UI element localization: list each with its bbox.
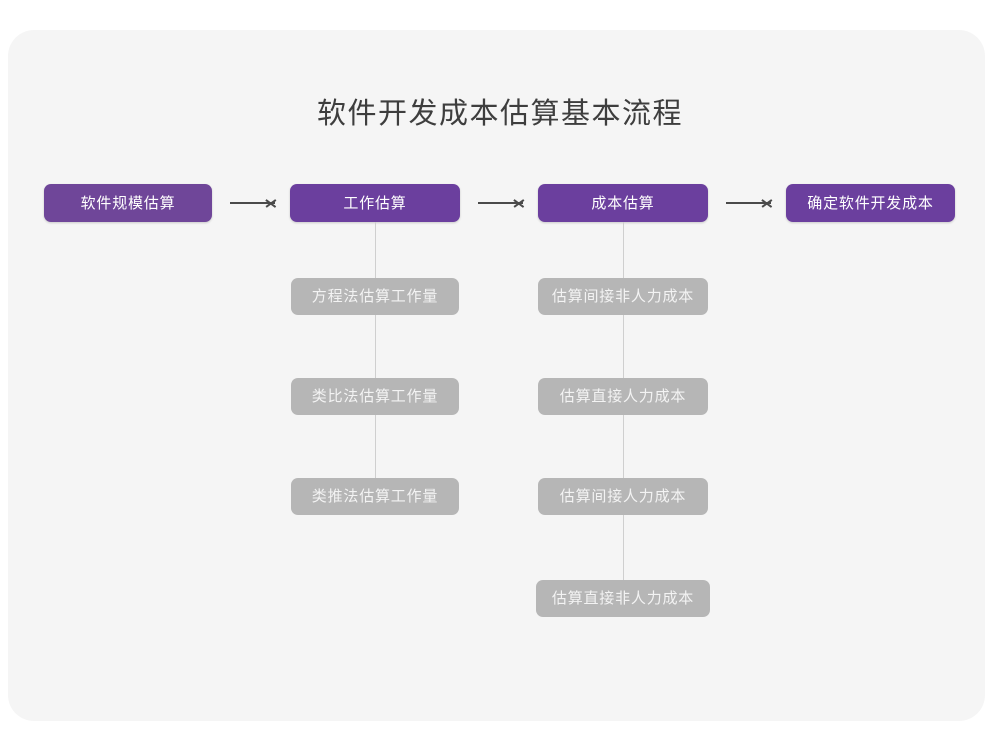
flow-subnode-2-3[interactable]: 类推法估算工作量: [291, 478, 459, 515]
arrow-head: [266, 196, 275, 211]
connector-line-col3-a: [622, 222, 624, 279]
flow-node-stage-3[interactable]: 成本估算: [538, 184, 708, 222]
connector-line-col2-b: [374, 315, 376, 379]
flow-node-stage-4[interactable]: 确定软件开发成本: [786, 184, 955, 222]
flow-subnode-2-1[interactable]: 方程法估算工作量: [291, 278, 459, 315]
arrow-shaft: [478, 202, 523, 204]
connector-line-col2-a: [374, 222, 376, 279]
arrow-right-icon-1: [230, 192, 275, 214]
arrow-head: [514, 196, 523, 211]
flow-node-stage-1[interactable]: 软件规模估算: [44, 184, 212, 222]
flow-subnode-3-4[interactable]: 估算直接非人力成本: [536, 580, 710, 617]
page-title: 软件开发成本估算基本流程: [316, 96, 683, 130]
flow-subnode-3-1[interactable]: 估算间接非人力成本: [538, 278, 708, 315]
arrow-right-icon-3: [726, 192, 771, 214]
connector-line-col2-c: [374, 415, 376, 479]
arrow-head: [762, 196, 771, 211]
connector-line-col3-c: [622, 415, 624, 479]
connector-line-col3-b: [622, 315, 624, 379]
arrow-right-icon-2: [478, 192, 523, 214]
flow-subnode-3-2[interactable]: 估算直接人力成本: [538, 378, 708, 415]
arrow-shaft: [726, 202, 771, 204]
flow-subnode-3-3[interactable]: 估算间接人力成本: [538, 478, 708, 515]
connector-line-col3-d: [622, 515, 624, 581]
diagram-card: [8, 30, 985, 721]
flow-subnode-2-2[interactable]: 类比法估算工作量: [291, 378, 459, 415]
arrow-shaft: [230, 202, 275, 204]
flow-node-stage-2[interactable]: 工作估算: [290, 184, 460, 222]
